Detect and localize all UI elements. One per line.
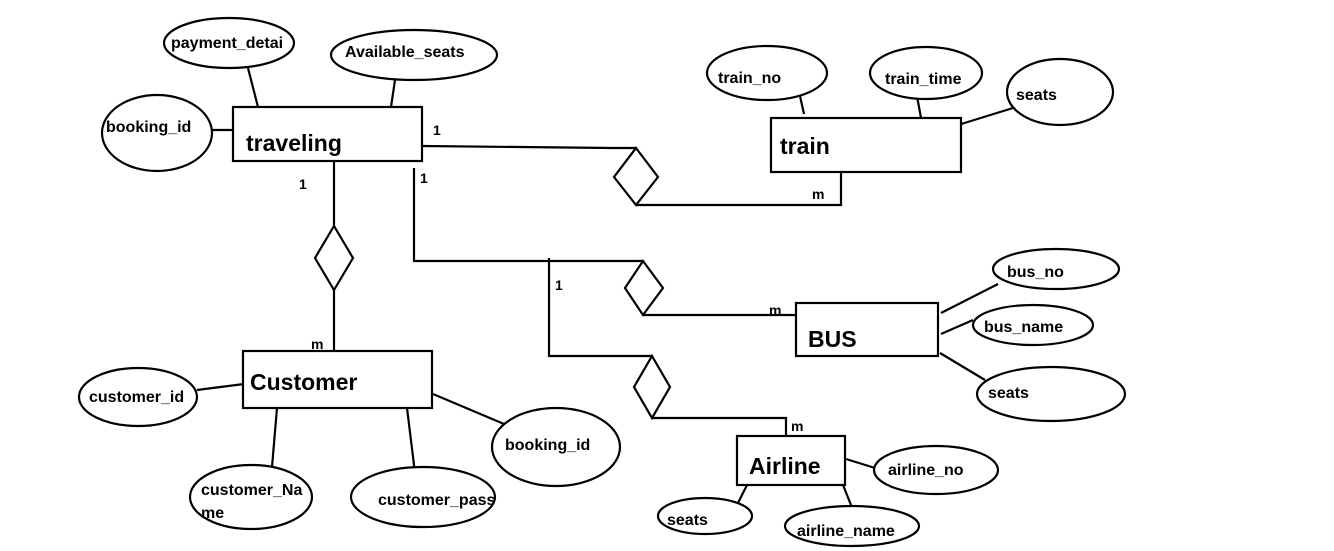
attribute-airline-no-label: airline_no (888, 462, 964, 479)
attribute-airline-no[interactable]: airline_no (872, 444, 1000, 496)
cardinality-airline-1: 1 (555, 277, 563, 293)
entity-airline[interactable]: Airline (735, 434, 847, 487)
attribute-bus-no[interactable]: bus_no (991, 247, 1121, 291)
relationship-diamond-airline[interactable] (632, 353, 672, 421)
attribute-train-time[interactable]: train_time (868, 45, 984, 101)
attr-line-customer-name (270, 407, 279, 468)
attribute-booking-id-traveling[interactable]: booking_id (100, 93, 214, 173)
entity-traveling-label: traveling (246, 130, 342, 156)
attribute-train-time-label: train_time (885, 71, 962, 88)
entity-train-label: train (780, 133, 830, 159)
attribute-available-seats[interactable]: Available_seats (329, 28, 499, 82)
rel-line-branch-airline (547, 258, 652, 358)
attribute-train-no-label: train_no (718, 70, 781, 87)
attribute-airline-seats-label: seats (667, 512, 708, 529)
entity-airline-label: Airline (749, 453, 821, 479)
attribute-payment-detail[interactable]: payment_detai (162, 16, 296, 70)
attribute-customer-name[interactable]: customer_Na me (188, 463, 314, 531)
attribute-customer-id[interactable]: customer_id (77, 366, 199, 428)
attribute-booking-id-customer-label: booking_id (505, 437, 590, 454)
attr-line-payment (246, 67, 260, 108)
attr-line-bus-no (940, 283, 999, 314)
attr-line-available (389, 79, 397, 108)
attr-line-bus-seats (939, 352, 986, 381)
rel-line-traveling-train (421, 144, 636, 150)
relationship-diamond-train[interactable] (612, 146, 660, 207)
entity-bus[interactable]: BUS (794, 301, 940, 358)
rel-line-traveling-bus (412, 168, 643, 263)
attr-line-customer-pass (405, 407, 417, 474)
attribute-customer-name-label-2: me (201, 505, 224, 522)
attribute-train-seats[interactable]: seats (1005, 57, 1115, 127)
attr-line-train-seats (957, 106, 1014, 127)
entity-traveling[interactable]: traveling (231, 105, 424, 163)
attribute-payment-detail-label: payment_detai (171, 35, 283, 52)
attr-line-booking-customer (432, 392, 505, 426)
entity-customer[interactable]: Customer (241, 349, 434, 410)
attribute-customer-pass[interactable]: customer_pass (349, 465, 497, 529)
attr-line-customer-id (196, 382, 245, 392)
attr-line-bus-name (940, 318, 974, 336)
attribute-customer-id-label: customer_id (89, 389, 184, 406)
attribute-bus-name[interactable]: bus_name (971, 303, 1095, 347)
cardinality-traveling-bus-1: 1 (420, 170, 428, 186)
entity-customer-label: Customer (250, 369, 357, 395)
cardinality-customer-m: m (311, 336, 323, 352)
attribute-airline-seats[interactable]: seats (656, 496, 754, 536)
relationship-diamond-bus[interactable] (623, 259, 665, 317)
entity-bus-label: BUS (808, 326, 857, 352)
attribute-customer-name-label-1: customer_Na (201, 482, 302, 499)
attr-line-airline-name (841, 484, 853, 506)
cardinality-train-m: m (812, 186, 824, 202)
attribute-booking-id-traveling-label: booking_id (106, 119, 191, 136)
attribute-bus-no-label: bus_no (1007, 264, 1064, 281)
attribute-airline-name[interactable]: airline_name (783, 504, 921, 548)
attr-line-airline-seats (736, 484, 748, 506)
entity-train[interactable]: train (769, 116, 963, 174)
cardinality-traveling-customer-1: 1 (299, 176, 307, 192)
attr-line-airline-no (845, 457, 876, 470)
rel-line-airline-diamond (652, 416, 788, 436)
attribute-bus-seats-label: seats (988, 385, 1029, 402)
attribute-available-seats-label: Available_seats (345, 44, 465, 61)
relationship-diamond-customer[interactable] (313, 223, 355, 293)
attribute-airline-name-label: airline_name (797, 523, 895, 540)
attribute-bus-name-label: bus_name (984, 319, 1063, 336)
attribute-customer-pass-label: customer_pass (378, 492, 495, 509)
attribute-train-no[interactable]: train_no (705, 44, 829, 102)
cardinality-airline-m: m (791, 418, 803, 434)
attr-line-train-no (798, 95, 806, 115)
cardinality-bus-m: m (769, 302, 781, 318)
attribute-bus-seats[interactable]: seats (975, 365, 1127, 423)
cardinality-traveling-train-1: 1 (433, 122, 441, 138)
attribute-train-seats-label: seats (1016, 87, 1057, 104)
attribute-booking-id-customer[interactable]: booking_id (490, 406, 622, 488)
rel-line-train-diamond (636, 172, 843, 207)
